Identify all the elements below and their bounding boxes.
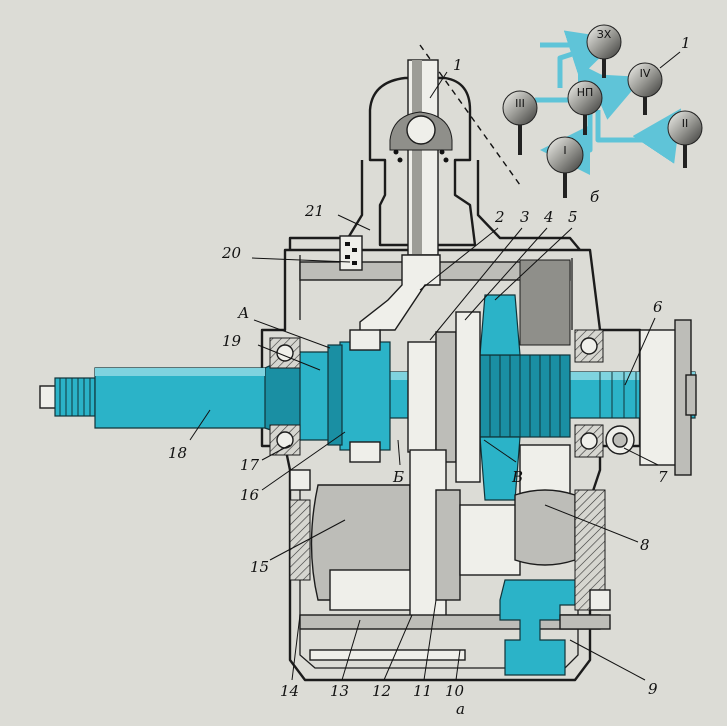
bearings — [269, 329, 635, 458]
callout-11: 11 — [413, 682, 432, 700]
knob-reverse: ЗХ — [586, 24, 622, 78]
knob-label-reverse: ЗХ — [597, 28, 612, 41]
synchronizer — [327, 329, 391, 463]
callout-2: 2 — [494, 208, 505, 226]
callout-V: В — [511, 468, 523, 486]
callout-20: 20 — [221, 244, 242, 262]
callout-3: 3 — [520, 208, 530, 226]
callout-18: 18 — [168, 444, 187, 462]
countershaft — [289, 449, 611, 676]
subfigure-label-a: а — [456, 700, 465, 718]
knob-fourth: IV — [627, 62, 663, 115]
callout-9: 9 — [648, 680, 658, 698]
knob-label-first: I — [563, 144, 566, 157]
callout-13: 13 — [330, 682, 349, 700]
callout-21: 21 — [304, 202, 324, 220]
knob-label-neutral: НП — [577, 86, 594, 99]
knob-first: I — [546, 136, 584, 198]
callout-4: 4 — [543, 208, 554, 226]
knob-label-second: II — [682, 117, 689, 130]
shift-pattern-diagram: ЗХ IV НП III II I — [502, 24, 703, 198]
leader-lines — [189, 51, 681, 681]
callout-labels: 1 1 2 3 4 5 6 7 8 9 10 11 12 13 14 15 16… — [168, 34, 691, 718]
callout-5: 5 — [568, 208, 578, 226]
callout-7: 7 — [658, 468, 668, 486]
callout-15: 15 — [250, 558, 269, 576]
knob-second: II — [667, 110, 703, 168]
main-shaft — [344, 294, 697, 501]
callout-10: 10 — [445, 682, 465, 700]
callout-16: 16 — [240, 486, 260, 504]
callout-12: 12 — [372, 682, 391, 700]
callout-8: 8 — [640, 536, 650, 554]
input-shaft — [39, 351, 351, 441]
knob-third: III — [502, 90, 538, 155]
callout-1-lever: 1 — [453, 56, 463, 74]
callout-19: 19 — [222, 332, 242, 350]
callout-17: 17 — [240, 456, 260, 474]
callout-14: 14 — [280, 682, 299, 700]
callout-6: 6 — [653, 298, 663, 316]
callout-B-cyr: Б — [392, 468, 404, 486]
subfigure-label-b: б — [590, 188, 600, 206]
callout-1-knob: 1 — [681, 34, 691, 52]
knob-neutral: НП — [567, 80, 603, 135]
knob-label-fourth: IV — [640, 67, 651, 80]
knob-label-third: III — [515, 97, 525, 110]
callout-A: А — [237, 304, 249, 322]
